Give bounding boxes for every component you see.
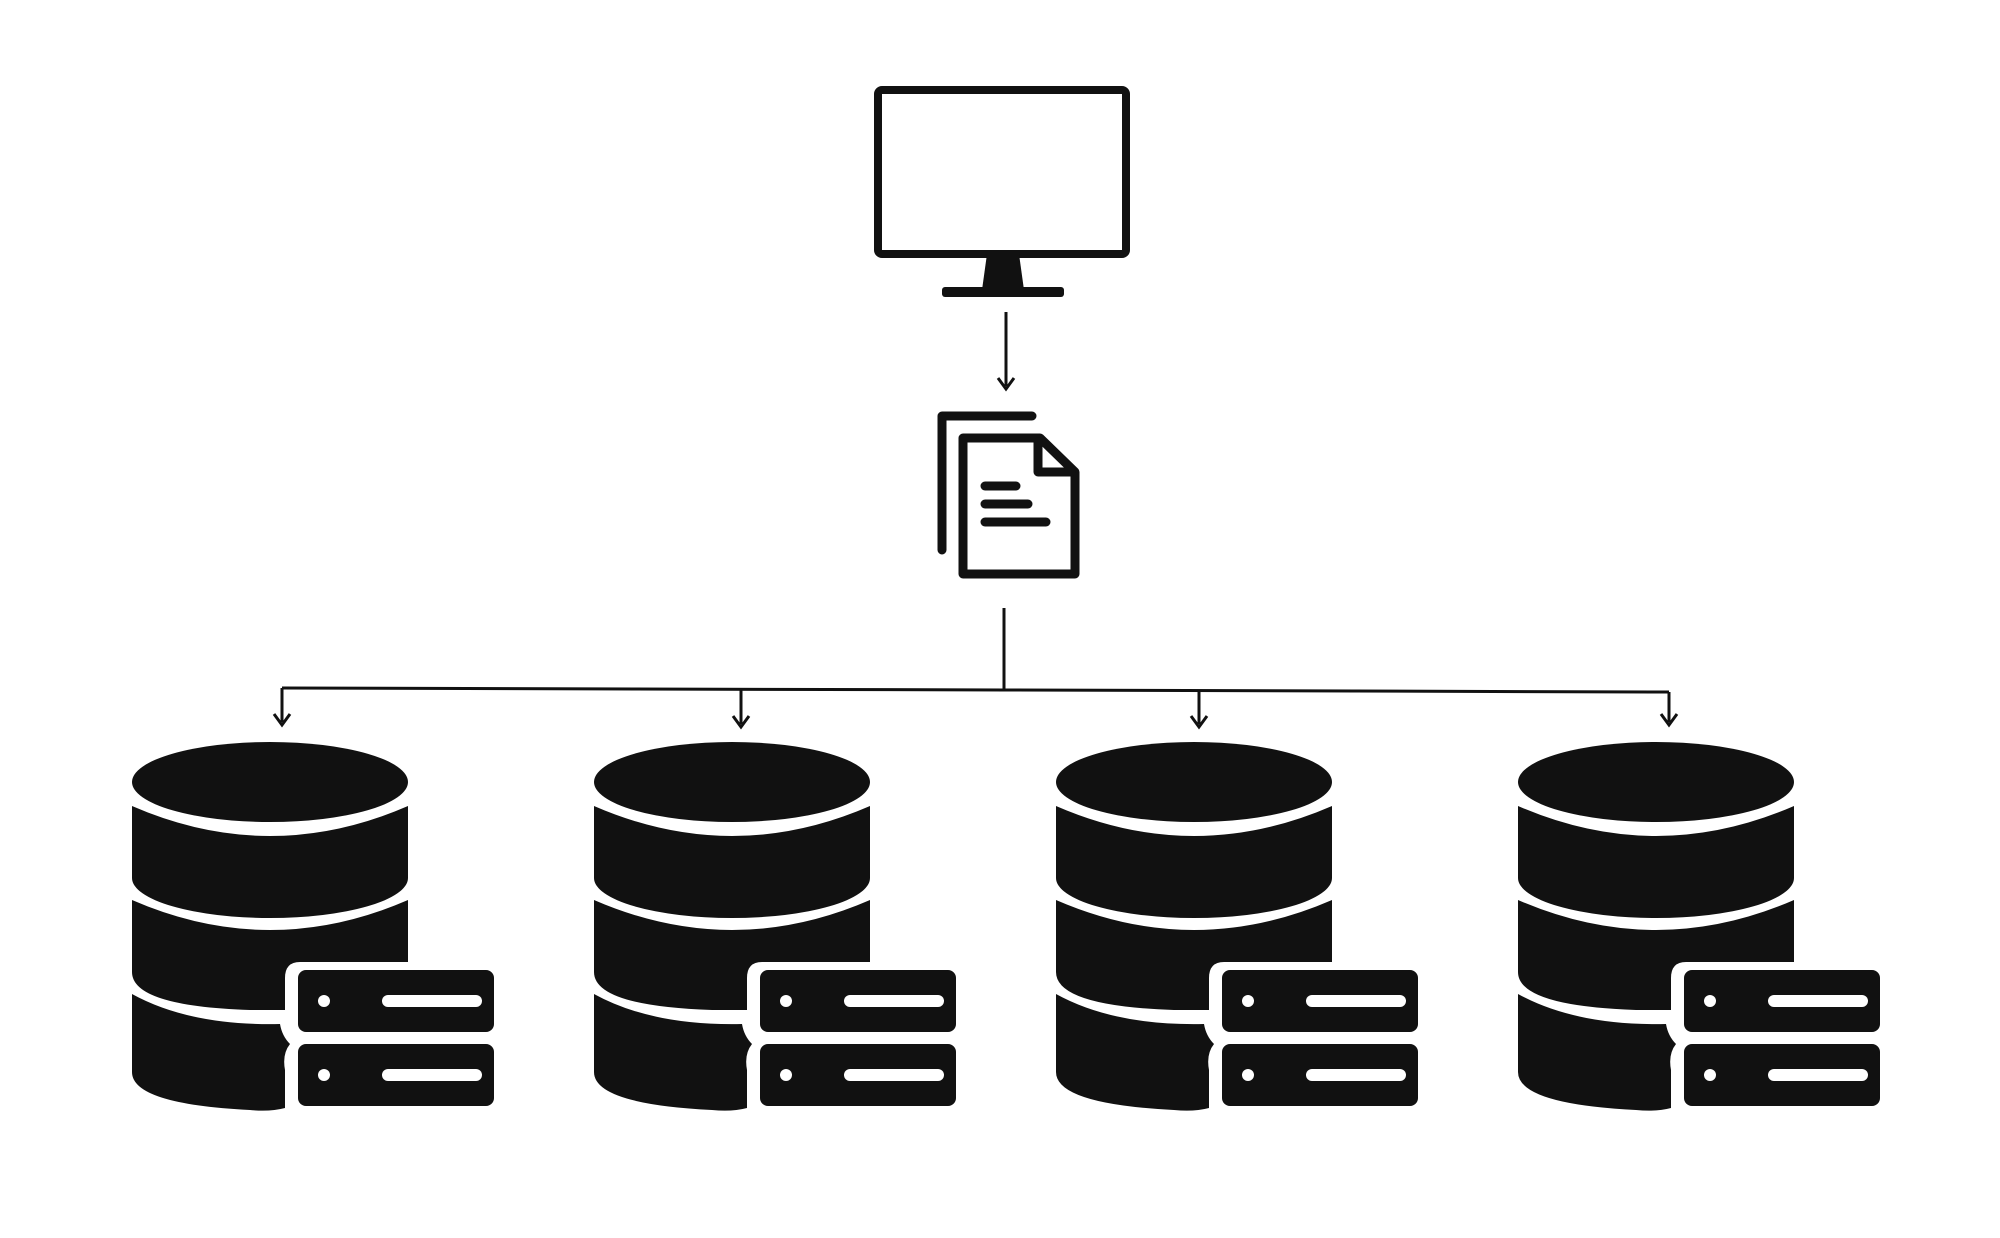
documents-icon [937, 411, 1080, 579]
distribution-connector [281, 608, 1670, 694]
database-server-icon [132, 742, 494, 1111]
monitor-icon [874, 86, 1130, 297]
database-server-icon [1056, 742, 1418, 1111]
arrow-to-document [996, 312, 1016, 392]
arrow-to-target-2 [731, 690, 751, 730]
database-server-icon [1518, 742, 1880, 1111]
arrow-to-target-3 [1189, 690, 1209, 730]
database-server-icon [594, 742, 956, 1111]
arrow-to-target-1 [272, 688, 292, 728]
arrow-to-target-4 [1659, 692, 1679, 728]
